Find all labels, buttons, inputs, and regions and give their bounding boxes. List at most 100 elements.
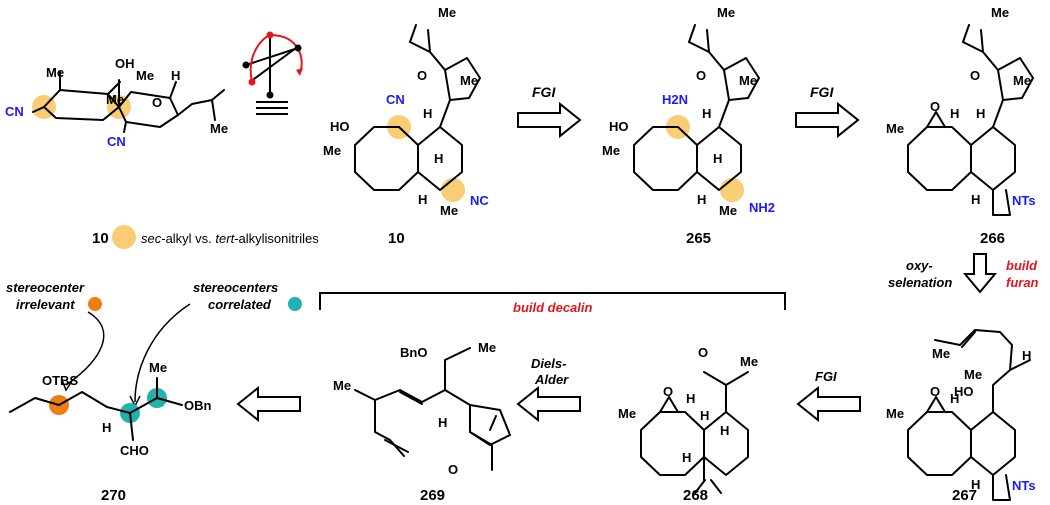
h2n-label: H2N xyxy=(662,92,688,107)
h-label: H xyxy=(713,151,722,166)
compound-number-266: 266 xyxy=(980,230,1005,247)
o-label: O xyxy=(663,384,673,399)
compound-268: O Me O Me H H H H 268 xyxy=(618,345,758,504)
nh2-label: NH2 xyxy=(749,200,775,215)
fgi-label: FGI xyxy=(815,369,837,384)
compound-number-267: 267 xyxy=(952,487,977,504)
stereocenter-label: stereocenter xyxy=(6,280,85,295)
me-label: Me xyxy=(739,73,757,88)
me-label: Me xyxy=(210,121,228,136)
me-label: Me xyxy=(46,65,64,80)
rotation-inset xyxy=(242,31,303,115)
h-label: H xyxy=(950,106,959,121)
cn-label: CN xyxy=(386,92,405,107)
correlated-label: correlated xyxy=(208,297,272,312)
me-label: Me xyxy=(438,5,456,20)
h-label: H xyxy=(434,151,443,166)
me-label: Me xyxy=(886,121,904,136)
alder-label: Alder xyxy=(534,372,569,387)
fgi-label: FGI xyxy=(810,84,834,100)
o-label: O xyxy=(448,462,458,477)
bno-label: BnO xyxy=(400,345,427,360)
compound-number-10b: 10 xyxy=(388,230,405,247)
teal-dot xyxy=(288,297,302,311)
h-label: H xyxy=(171,68,180,83)
ho-label: HO xyxy=(954,384,974,399)
h-label: H xyxy=(423,106,432,121)
o-label: O xyxy=(152,95,162,110)
cn-label: CN xyxy=(5,104,24,119)
selenation-label: selenation xyxy=(888,275,952,290)
compound-number-10: 10 xyxy=(92,230,109,247)
o-label: O xyxy=(930,99,940,114)
h-label: H xyxy=(102,420,111,435)
me-label: Me xyxy=(991,5,1009,20)
me-label: Me xyxy=(618,406,636,421)
o-label: O xyxy=(970,68,980,83)
compound-10-3d: Me OH Me Me CN CN O H Me xyxy=(5,56,228,149)
h-label: H xyxy=(971,477,980,492)
me-label: Me xyxy=(886,406,904,421)
me-label: Me xyxy=(333,378,351,393)
h-label: H xyxy=(438,415,447,430)
compound-number-268: 268 xyxy=(683,487,708,504)
nts-label: NTs xyxy=(1012,478,1036,493)
furan-label: furan xyxy=(1006,275,1039,290)
o-label: O xyxy=(930,384,940,399)
compound-number-270: 270 xyxy=(101,487,126,504)
me-label: Me xyxy=(149,360,167,375)
stereocenters-label: stereocenters xyxy=(193,280,278,295)
nts-label: NTs xyxy=(1012,193,1036,208)
decalin-bracket: build decalin xyxy=(319,292,786,315)
h-label: H xyxy=(700,408,709,423)
oh-label: OH xyxy=(115,56,135,71)
retro-arrow-diels-alder: Diels- Alder xyxy=(516,356,581,423)
compound-10-skeletal: Me O Me CN HO Me H H H Me NC xyxy=(323,5,489,218)
me-label: Me xyxy=(932,346,950,361)
me-label: Me xyxy=(964,367,982,382)
o-label: O xyxy=(417,68,427,83)
h-label: H xyxy=(682,450,691,465)
legend-highlight-circle xyxy=(112,225,136,249)
me-label: Me xyxy=(106,92,124,107)
me-label: Me xyxy=(740,354,758,369)
obn-label: OBn xyxy=(184,398,212,413)
me-label: Me xyxy=(440,203,458,218)
retro-arrow-fgi-2: FGI xyxy=(795,84,860,139)
h-label: H xyxy=(1022,348,1031,363)
me-label: Me xyxy=(323,143,341,158)
retro-arrow-down: oxy- selenation build furan xyxy=(888,253,1039,294)
nc-label: NC xyxy=(470,193,489,208)
o-label: O xyxy=(698,345,708,360)
me-label: Me xyxy=(602,143,620,158)
oxy-label: oxy- xyxy=(906,258,933,273)
h-label: H xyxy=(686,391,695,406)
fgi-label: FGI xyxy=(532,84,556,100)
compound-269: Me BnO Me H O 269 xyxy=(333,340,511,504)
otbs-label: OTBS xyxy=(42,373,78,388)
irrelevant-label: irrelevant xyxy=(16,297,75,312)
compound-number-269: 269 xyxy=(420,487,445,504)
build-decalin-label: build decalin xyxy=(513,300,593,315)
h-label: H xyxy=(950,391,959,406)
retro-arrow-fgi-1: FGI xyxy=(517,84,582,139)
compound-267: Me H Me HO O Me H H NTs 267 xyxy=(886,329,1036,504)
h-label: H xyxy=(702,106,711,121)
orange-dot xyxy=(88,297,102,311)
stereo-notes: stereocenter irrelevant stereocenters co… xyxy=(6,280,302,408)
cn-label: CN xyxy=(107,134,126,149)
h-label: H xyxy=(976,106,985,121)
legend: 10 sec-alkyl vs. tert-alkylisonitriles 1… xyxy=(92,225,1005,249)
compound-266: Me O Me O Me H H H NTs xyxy=(886,5,1036,216)
compound-270: OTBS Me OBn H CHO 270 xyxy=(9,360,212,504)
me-label: Me xyxy=(478,340,496,355)
o-label: O xyxy=(696,68,706,83)
legend-text: sec-alkyl vs. tert-alkylisonitriles xyxy=(141,231,319,246)
me-label: Me xyxy=(717,5,735,20)
h-label: H xyxy=(418,192,427,207)
build-label: build xyxy=(1006,258,1038,273)
diels-label: Diels- xyxy=(531,356,566,371)
ho-label: HO xyxy=(609,119,629,134)
